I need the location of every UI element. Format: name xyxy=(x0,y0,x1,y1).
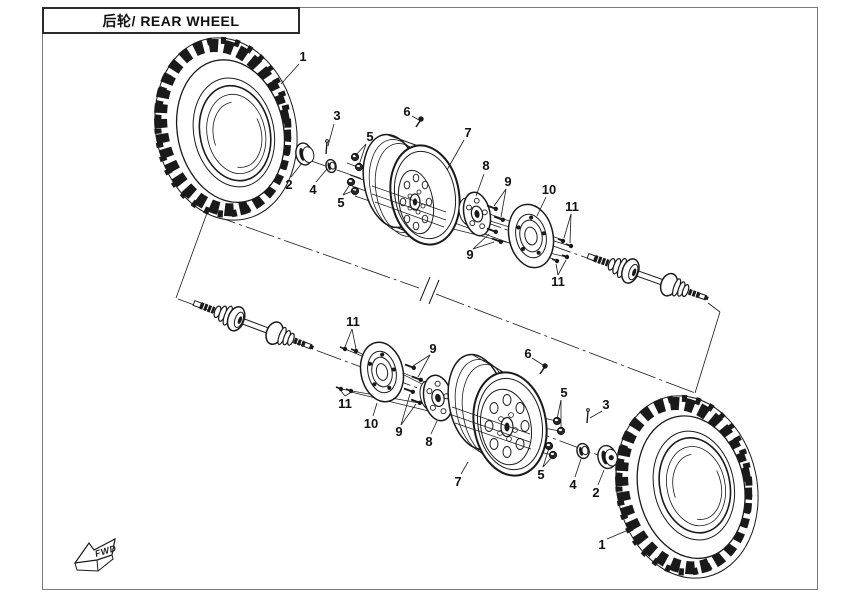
callout-leader-5 xyxy=(342,182,352,196)
callout-leader-4 xyxy=(358,143,367,166)
part-callout-9: 9 xyxy=(466,247,473,262)
callout-leader-27 xyxy=(606,530,627,540)
part-callout-7: 7 xyxy=(454,474,461,489)
tire-upper xyxy=(154,36,298,221)
part-callout-10: 10 xyxy=(542,182,556,197)
callout-leader-23 xyxy=(542,455,554,468)
callout-leader-20 xyxy=(460,461,469,475)
axle-shaft-upper xyxy=(583,243,714,312)
callout-leader-14 xyxy=(351,328,357,350)
callout-leader-18 xyxy=(400,403,417,426)
part-callout-6: 6 xyxy=(403,104,410,119)
callout-leader-6 xyxy=(411,115,420,121)
callout-leader-22 xyxy=(556,399,562,420)
callout-leader-0 xyxy=(280,63,300,85)
callout-leader-9 xyxy=(500,188,507,218)
part-callout-5: 5 xyxy=(337,195,344,210)
valve-bolt-upper xyxy=(415,116,424,128)
callout-leader-15 xyxy=(340,390,346,397)
part-callout-11: 11 xyxy=(565,199,579,214)
callout-leader-10 xyxy=(472,233,490,250)
valve-bolt-lower xyxy=(539,363,548,375)
callout-leader-9 xyxy=(493,188,507,207)
brake-disc-lower xyxy=(359,341,405,403)
title-block: 后轮/ REAR WHEEL xyxy=(42,7,300,34)
cotter-pin-upper xyxy=(325,139,329,155)
callout-leader-1 xyxy=(290,162,303,178)
view-connector-lines xyxy=(175,212,721,394)
page-title: 后轮/ REAR WHEEL xyxy=(102,12,240,29)
fwd-arrow: FWD xyxy=(73,537,118,572)
break-marks xyxy=(419,276,440,305)
callout-leader-17 xyxy=(417,354,431,378)
callout-leader-25 xyxy=(574,458,582,478)
callout-leader-19 xyxy=(430,420,438,435)
callout-leader-26 xyxy=(597,469,605,486)
part-callout-1: 1 xyxy=(299,49,306,64)
part-callout-4: 4 xyxy=(309,182,317,197)
callout-leader-4 xyxy=(354,143,367,157)
callout-leader-2 xyxy=(327,123,335,147)
callout-leader-13 xyxy=(557,259,567,276)
callout-leader-10 xyxy=(472,241,495,250)
part-callout-5: 5 xyxy=(366,129,373,144)
callout-leader-16 xyxy=(372,402,378,417)
callout-leader-24 xyxy=(589,410,603,419)
part-callout-3: 3 xyxy=(333,108,340,123)
part-callout-9: 9 xyxy=(429,341,436,356)
rim-lower xyxy=(447,353,548,477)
part-callout-10: 10 xyxy=(364,416,378,431)
callout-leader-14 xyxy=(344,328,353,348)
part-callout-9: 9 xyxy=(504,174,511,189)
callout-leader-13 xyxy=(555,263,559,276)
part-callout-8: 8 xyxy=(482,158,489,173)
part-callout-2: 2 xyxy=(592,485,599,500)
part-callout-1: 1 xyxy=(598,537,605,552)
part-callout-3: 3 xyxy=(602,397,609,412)
part-callout-11: 11 xyxy=(338,396,352,411)
axle-shaft-lower xyxy=(188,290,319,361)
wheel-hub-lower xyxy=(419,374,454,422)
part-callout-7: 7 xyxy=(464,125,471,140)
callout-leader-12 xyxy=(569,213,572,244)
part-callout-5: 5 xyxy=(560,385,567,400)
wheel-hub-upper xyxy=(458,191,492,237)
tire-lower xyxy=(615,394,759,579)
callout-leader-12 xyxy=(563,213,572,239)
lug-nuts-lower xyxy=(544,416,566,460)
brake-disc-upper xyxy=(507,203,555,269)
part-callout-4: 4 xyxy=(569,477,577,492)
axle-nut-upper xyxy=(325,158,337,174)
part-callout-8: 8 xyxy=(425,434,432,449)
callout-leader-7 xyxy=(446,139,465,171)
axle-nut-lower xyxy=(576,442,590,460)
hub-cap-lower xyxy=(597,444,618,470)
part-callout-11: 11 xyxy=(346,314,360,329)
page-border xyxy=(42,7,818,590)
callout-leader-17 xyxy=(412,354,431,367)
part-callout-11: 11 xyxy=(551,274,565,289)
callout-leader-15 xyxy=(344,392,351,397)
disc-bolts-lower xyxy=(335,345,360,395)
part-callout-5: 5 xyxy=(537,467,544,482)
callout-leader-3 xyxy=(315,168,328,183)
cotter-pin-lower xyxy=(586,408,590,424)
wheel-studs-lower xyxy=(403,363,424,406)
rim-upper xyxy=(362,133,461,246)
part-callout-2: 2 xyxy=(285,177,292,192)
part-callout-6: 6 xyxy=(524,346,531,361)
callout-leader-23 xyxy=(542,447,550,468)
callout-leader-18 xyxy=(400,393,411,426)
hub-cap-upper xyxy=(295,142,315,166)
callout-leader-8 xyxy=(475,173,485,197)
callout-leader-21 xyxy=(531,357,544,366)
callout-leader-11 xyxy=(536,196,547,217)
part-callout-9: 9 xyxy=(395,424,402,439)
callout-leader-5 xyxy=(342,189,356,196)
